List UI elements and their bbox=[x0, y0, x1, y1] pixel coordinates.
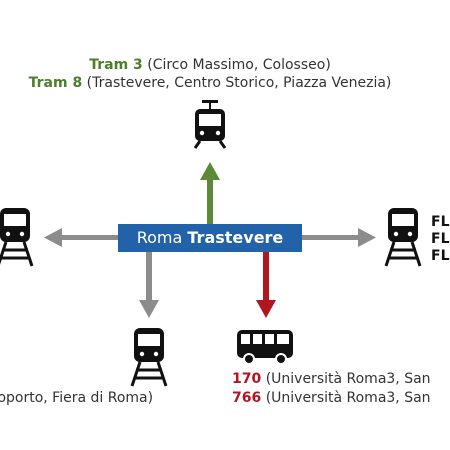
tram-line-stops: (Circo Massimo, Colosseo) bbox=[147, 57, 331, 73]
southwest-train-icon bbox=[130, 328, 168, 387]
tram-line-2: Tram 8 (Trastevere, Centro Storico, Piaz… bbox=[0, 74, 420, 92]
bus-line-stops: (Università Roma3, San bbox=[265, 371, 431, 387]
east-train-icon bbox=[384, 208, 422, 267]
hub-name: Trastevere bbox=[187, 228, 284, 247]
bus-line-1: 170 (Università Roma3, San bbox=[232, 370, 431, 389]
bus-lines: 170 (Università Roma3, San 766 (Universi… bbox=[232, 370, 431, 408]
tram-icon bbox=[193, 100, 227, 149]
tram-lines: Tram 3 (Circo Massimo, Colosseo) Tram 8 … bbox=[0, 56, 420, 92]
bus-icon bbox=[237, 330, 293, 365]
bus-line-number: 170 bbox=[232, 371, 262, 387]
east-train-arrow bbox=[302, 228, 376, 247]
airport-label: roporto, Fiera di Roma) bbox=[0, 390, 154, 406]
fl-label: FL bbox=[431, 248, 450, 264]
bus-line-stops: (Università Roma3, San bbox=[265, 390, 431, 406]
southwest-train-arrow bbox=[139, 252, 159, 318]
bus-arrow bbox=[256, 252, 276, 318]
tram-line-number: Tram 8 bbox=[28, 75, 83, 91]
tram-arrow bbox=[200, 162, 220, 224]
tram-line-stops: (Trastevere, Centro Storico, Piazza Vene… bbox=[86, 75, 392, 91]
bus-line-number: 766 bbox=[232, 390, 262, 406]
hub-prefix: Roma bbox=[136, 228, 183, 247]
fl-label: FL bbox=[431, 214, 450, 230]
hub-station: Roma Trastevere bbox=[118, 224, 302, 252]
west-train-icon bbox=[0, 208, 34, 267]
bus-line-2: 766 (Università Roma3, San bbox=[232, 389, 431, 408]
west-train-arrow bbox=[44, 228, 118, 247]
tram-line-number: Tram 3 bbox=[89, 57, 143, 73]
fl-label: FL bbox=[431, 231, 450, 247]
tram-line-1: Tram 3 (Circo Massimo, Colosseo) bbox=[0, 56, 420, 74]
